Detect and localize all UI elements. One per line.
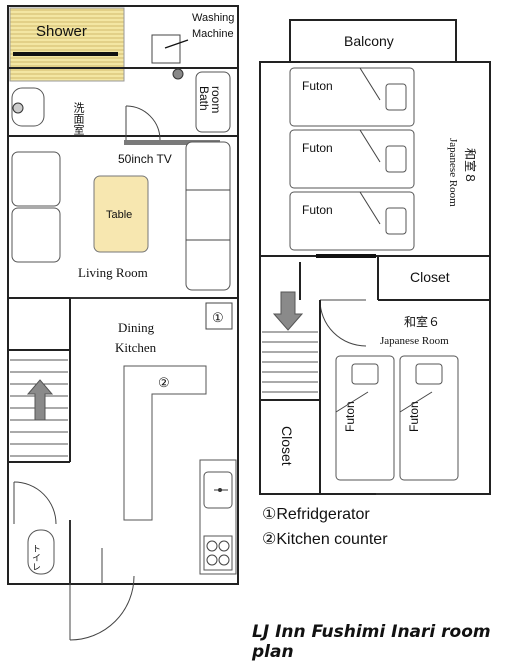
washitsu8-en: Japanese Room bbox=[447, 138, 459, 207]
futon-8a: Futon bbox=[289, 67, 415, 127]
washbasin-drain bbox=[12, 102, 24, 114]
futon-label-1: Futon bbox=[302, 79, 333, 93]
shower-label: Shower bbox=[36, 23, 87, 40]
futon-6b: Futon bbox=[399, 355, 459, 481]
toilet bbox=[27, 529, 55, 575]
entrance-door-arc bbox=[69, 575, 135, 641]
closet-top-label: Closet bbox=[410, 269, 450, 285]
legend-refrigerator: ①Refridgerator bbox=[262, 506, 370, 523]
dining-kitchen-line1: Dining bbox=[118, 320, 155, 335]
room6-door-arc bbox=[319, 299, 367, 347]
legend-kitchen-counter: ②Kitchen counter bbox=[262, 531, 388, 548]
washitsu8-jp: 和室８ bbox=[463, 148, 478, 184]
first-floor: Shower Washing Machine 洗面室 Bath room 50i… bbox=[7, 5, 239, 641]
sofa-left-bottom bbox=[11, 207, 61, 263]
stairs-up-arrow-icon bbox=[26, 379, 54, 421]
washitsu6-en: Japanese Room bbox=[380, 335, 449, 347]
table bbox=[93, 175, 149, 253]
bathtub bbox=[195, 71, 231, 133]
balcony-label: Balcony bbox=[344, 33, 394, 49]
plan-caption: LJ Inn Fushimi Inari room plan bbox=[252, 622, 491, 662]
stairs-second-floor bbox=[262, 331, 318, 393]
washitsu8-label: 和室８ Japanese Room bbox=[447, 138, 478, 207]
shower-area bbox=[9, 7, 125, 82]
refrigerator bbox=[205, 302, 233, 330]
sofa-left-top bbox=[11, 151, 61, 207]
washing-machine-pointer bbox=[164, 39, 189, 49]
tv bbox=[124, 140, 220, 145]
futon-6a: Futon bbox=[335, 355, 395, 481]
dining-kitchen-label: Dining Kitchen bbox=[115, 320, 157, 355]
futon-label-3: Futon bbox=[302, 203, 333, 217]
washroom-door-arc bbox=[125, 105, 161, 141]
bath-label: Bath room bbox=[197, 86, 223, 114]
washing-machine bbox=[151, 34, 181, 64]
washitsu6-jp: 和室６ bbox=[404, 314, 440, 329]
futon-8c: Futon bbox=[289, 191, 415, 251]
washing-machine-line2: Machine bbox=[192, 28, 234, 40]
futon-label-2: Futon bbox=[302, 141, 333, 155]
sofa-right bbox=[185, 141, 231, 291]
futon-label-4: Futon bbox=[343, 401, 357, 432]
washing-machine-line1: Washing bbox=[192, 12, 234, 24]
refrigerator-marker: ① bbox=[212, 310, 224, 325]
stove bbox=[203, 535, 233, 571]
toilet-label: トイレ bbox=[31, 544, 41, 571]
table-label: Table bbox=[106, 209, 132, 221]
living-room-label: Living Room bbox=[78, 265, 148, 280]
first-floor-outline bbox=[7, 5, 239, 585]
washroom-label: 洗面室 bbox=[72, 102, 85, 135]
futon-8b: Futon bbox=[289, 129, 415, 189]
drain-icon bbox=[172, 68, 184, 80]
washing-machine-label: Washing Machine bbox=[192, 12, 237, 40]
kitchen-counter bbox=[123, 365, 207, 521]
stairs-down-arrow-icon bbox=[272, 291, 304, 331]
bath-line2: room bbox=[209, 86, 223, 113]
tv-label: 50inch TV bbox=[118, 152, 172, 166]
closet-bottom-label: Closet bbox=[279, 426, 295, 466]
dining-kitchen-line2: Kitchen bbox=[115, 340, 157, 355]
counter-marker: ② bbox=[158, 375, 170, 390]
futon-label-5: Futon bbox=[407, 401, 421, 432]
washbasin bbox=[11, 87, 45, 127]
toilet-door-arc bbox=[13, 481, 57, 525]
bath-line1: Bath bbox=[197, 86, 211, 111]
second-floor: Balcony Futon Futon Futon 和室８ Japanese R… bbox=[259, 19, 491, 495]
